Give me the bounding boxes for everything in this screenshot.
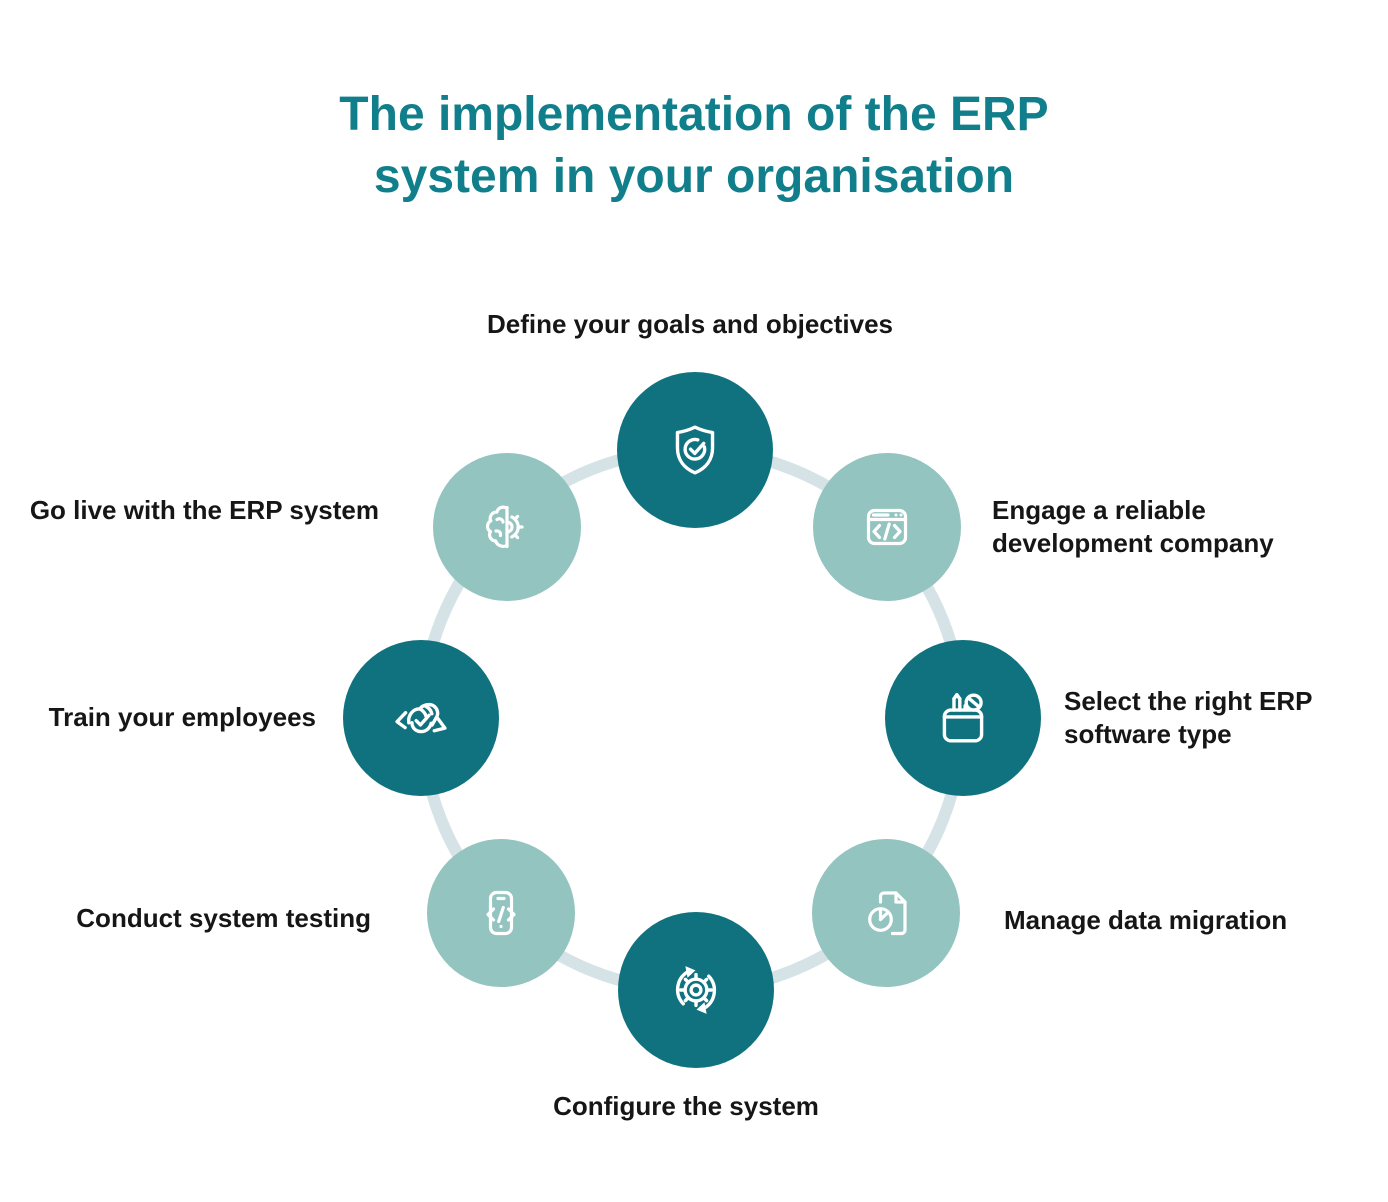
browser-code-icon (866, 508, 908, 546)
toolbox-icon (942, 692, 984, 743)
step-circle-manage-migration (812, 839, 960, 987)
step-label-select-software: Select the right ERP software type (1064, 686, 1313, 749)
step-circle-go-live (433, 453, 581, 601)
step-circle-configure-system (618, 912, 774, 1068)
gear-sync-icon (675, 966, 717, 1014)
step-label-train-employees: Train your employees (48, 702, 316, 732)
step-label-configure-system: Configure the system (553, 1091, 819, 1121)
brain-gear-icon (485, 505, 524, 549)
step-circle-define-goals (617, 372, 773, 528)
phone-code-icon (486, 890, 516, 936)
step-circle-select-software (885, 640, 1041, 796)
hands-icon (395, 702, 447, 734)
page-title-line1: The implementation of the ERP (339, 88, 1049, 141)
shield-check-icon (675, 425, 715, 475)
step-label-engage-company: Engage a reliable development company (992, 495, 1274, 558)
step-label-manage-migration: Manage data migration (1004, 905, 1288, 935)
step-circle-engage-company (813, 453, 961, 601)
step-circle-train-employees (343, 640, 499, 796)
step-label-conduct-testing: Conduct system testing (76, 903, 371, 933)
document-pie-icon (868, 891, 907, 936)
page-title: The implementation of the ERP system in … (0, 84, 1388, 208)
step-label-define-goals: Define your goals and objectives (487, 309, 893, 339)
step-label-go-live: Go live with the ERP system (29, 495, 379, 525)
step-circle-conduct-testing (427, 839, 575, 987)
page-title-line2: system in your organisation (373, 150, 1015, 203)
